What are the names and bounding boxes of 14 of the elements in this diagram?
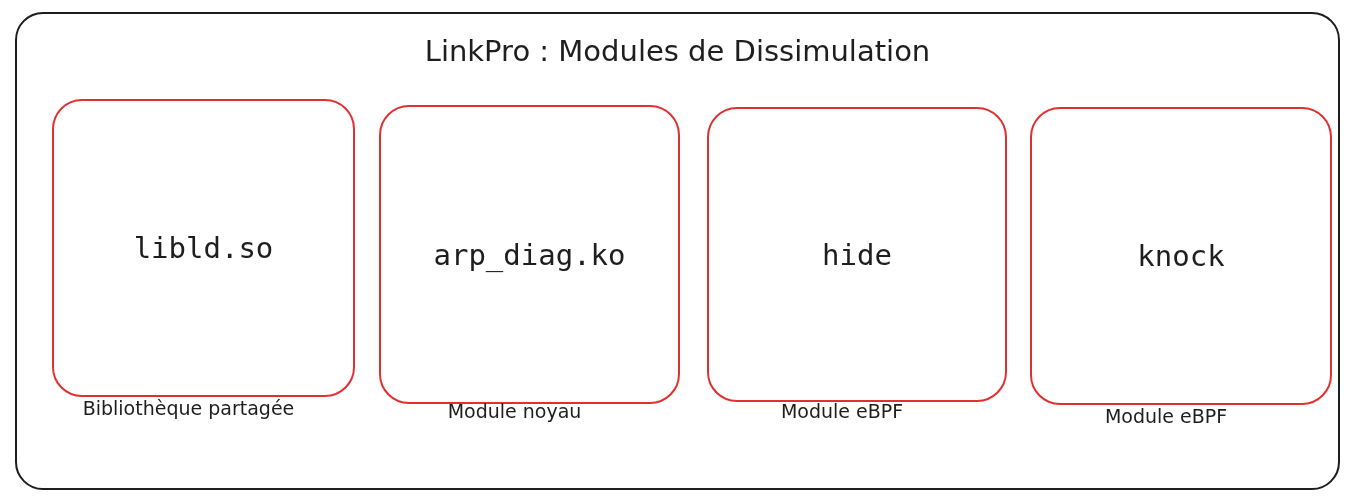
module-name: arp_diag.ko: [433, 237, 626, 272]
module-name: libld.so: [133, 231, 274, 265]
module-name: knock: [1137, 239, 1225, 273]
module-caption: Module noyau: [447, 400, 582, 422]
module-box: [707, 107, 1007, 402]
container-panel: [15, 12, 1340, 490]
module-caption: Module eBPF: [780, 400, 904, 422]
module-caption: Module eBPF: [1104, 405, 1228, 427]
module-name: hide: [822, 237, 892, 272]
module-box: [379, 105, 680, 404]
module-caption: Bibliothèque partagée: [82, 397, 295, 419]
module-box: [1030, 107, 1332, 405]
panel-title: LinkPro : Modules de Dissimulation: [423, 34, 932, 68]
module-box: [52, 99, 355, 397]
